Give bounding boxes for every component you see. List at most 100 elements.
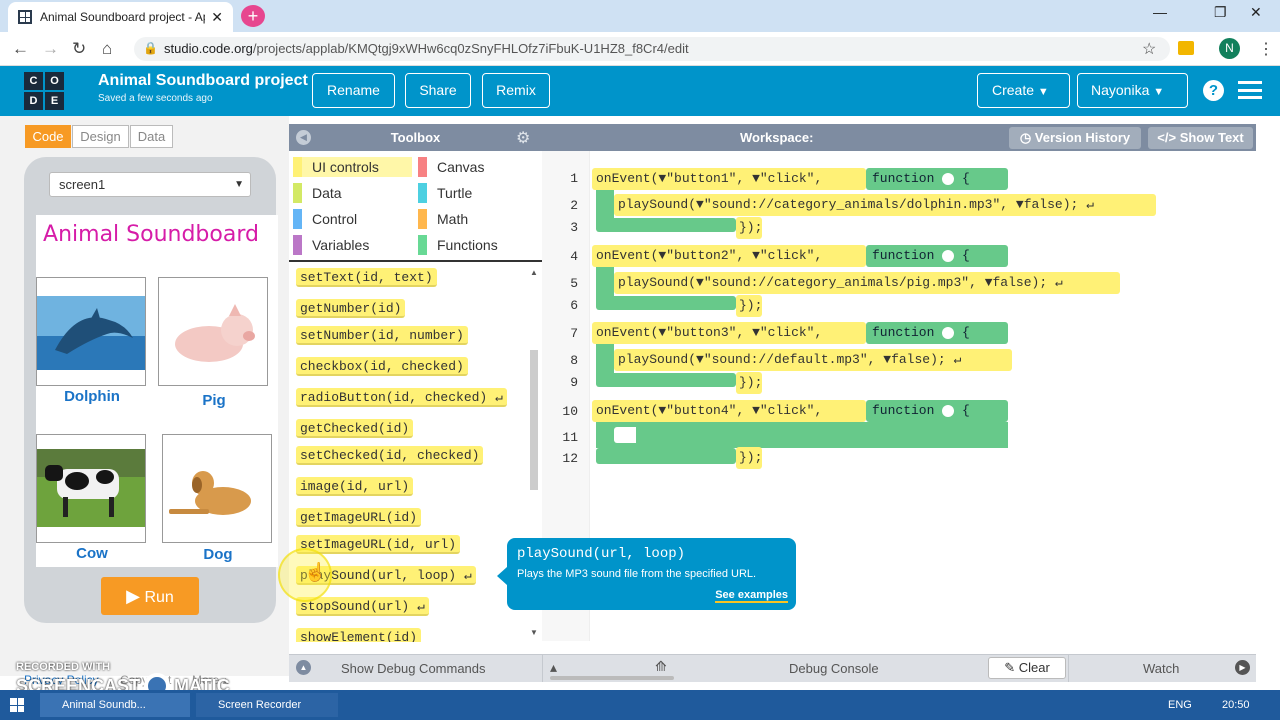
function-block-4[interactable]: function {: [866, 400, 1008, 422]
home-icon[interactable]: ⌂: [102, 39, 113, 58]
block-image[interactable]: image(id, url): [296, 477, 414, 496]
reload-icon[interactable]: ↻: [72, 39, 87, 58]
new-tab-button[interactable]: +: [241, 5, 265, 27]
block-getchecked[interactable]: getChecked(id): [296, 419, 414, 438]
function-block-1[interactable]: function {: [866, 168, 1008, 190]
scroll-down-icon[interactable]: ▼: [530, 628, 538, 637]
block-checkbox[interactable]: checkbox(id, checked): [296, 357, 468, 376]
block-showelement[interactable]: showElement(id): [296, 628, 422, 642]
block-setimageurl[interactable]: setImageURL(id, url): [296, 535, 461, 554]
empty-function-body[interactable]: [596, 422, 1008, 448]
category-variables[interactable]: Variables: [293, 235, 412, 255]
category-data[interactable]: Data: [293, 183, 412, 203]
more-link[interactable]: More ▴: [192, 673, 229, 687]
category-control[interactable]: Control: [293, 209, 412, 229]
dolphin-image-button[interactable]: [36, 277, 146, 386]
sound-url: "sound://default.mp3": [703, 352, 868, 367]
profile-avatar[interactable]: N: [1219, 38, 1240, 59]
gear-icon[interactable]: ⚙: [516, 130, 531, 147]
browser-menu-icon[interactable]: ⋮: [1258, 41, 1274, 58]
remix-button[interactable]: Remix: [482, 73, 550, 108]
event-element-id: "button4": [666, 403, 737, 418]
see-examples-link[interactable]: See examples: [715, 589, 788, 603]
toolbox-scroll-thumb[interactable]: [530, 350, 538, 490]
category-math[interactable]: Math: [418, 209, 537, 229]
browser-tab[interactable]: Animal Soundboard project - App ✕: [8, 2, 233, 32]
expand-up-icon[interactable]: ▲: [296, 660, 311, 675]
close-window-icon[interactable]: ✕: [1250, 4, 1262, 20]
onevent-block-2[interactable]: onEvent(▼"button2", ▼"click",: [592, 245, 866, 267]
category-canvas[interactable]: Canvas: [418, 157, 537, 177]
create-menu-button[interactable]: Create ▼: [977, 73, 1070, 108]
extension-icon[interactable]: [1178, 41, 1194, 55]
function-block-3[interactable]: function {: [866, 322, 1008, 344]
url-field[interactable]: studio.code.org/projects/applab/KMQtgj9x…: [134, 37, 1170, 61]
line-number: 7: [570, 326, 578, 341]
tab-design[interactable]: Design: [72, 125, 129, 148]
clear-console-button[interactable]: ✎ Clear: [988, 657, 1066, 679]
help-icon[interactable]: ?: [1203, 80, 1224, 101]
speed-slider[interactable]: [550, 676, 674, 680]
collapse-toolbox-icon[interactable]: ◀: [296, 130, 311, 145]
tab-data[interactable]: Data: [130, 125, 173, 148]
restore-icon[interactable]: ❐: [1214, 4, 1227, 20]
bookmark-star-icon[interactable]: ☆: [1142, 41, 1157, 58]
rename-button[interactable]: Rename: [312, 73, 395, 108]
dog-image-button[interactable]: [162, 434, 272, 543]
line-number: 11: [562, 430, 578, 445]
screen-select[interactable]: screen1▼: [49, 172, 251, 197]
taskbar-recorder[interactable]: Screen Recorder: [196, 693, 338, 717]
block-settext[interactable]: setText(id, text): [296, 268, 437, 287]
user-menu-button[interactable]: Nayonika ▼: [1077, 73, 1188, 108]
windows-start-icon[interactable]: [10, 698, 24, 712]
empty-statement-slot[interactable]: [614, 427, 636, 443]
onevent-block-3[interactable]: onEvent(▼"button3", ▼"click",: [592, 322, 866, 344]
param-slot: [942, 404, 955, 417]
version-history-button[interactable]: ◷ Version History: [1009, 127, 1141, 149]
playsound-block-1[interactable]: playSound(▼"sound://category_animals/dol…: [614, 194, 1156, 216]
scroll-up-icon[interactable]: ▲: [530, 268, 538, 277]
category-swatch: [293, 209, 302, 229]
language-indicator[interactable]: ENG: [1168, 699, 1192, 711]
block-setchecked[interactable]: setChecked(id, checked): [296, 446, 484, 465]
block-getimageurl[interactable]: getImageURL(id): [296, 508, 422, 527]
onevent-block-4[interactable]: onEvent(▼"button4", ▼"click",: [592, 400, 866, 422]
block-radiobutton[interactable]: radioButton(id, checked) ↵: [296, 388, 507, 407]
category-ui-controls[interactable]: UI controls: [293, 157, 412, 177]
block-setnumber[interactable]: setNumber(id, number): [296, 326, 468, 345]
minimize-icon[interactable]: —: [1153, 4, 1167, 20]
expand-right-icon[interactable]: ▶: [1235, 660, 1250, 675]
block-stopsound[interactable]: stopSound(url) ↵: [296, 597, 429, 616]
toolbox-header: Toolbox: [289, 124, 542, 151]
category-turtle[interactable]: Turtle: [418, 183, 537, 203]
watermark-line1: RECORDED WITH: [16, 661, 111, 673]
dropdown-icon: ▼: [752, 403, 760, 418]
tab-code[interactable]: Code: [25, 125, 71, 148]
playsound-block-3[interactable]: playSound(▼"sound://default.mp3", ▼false…: [614, 349, 1012, 371]
user-name: Nayonika: [1091, 82, 1150, 98]
event-element-id: "button3": [666, 325, 737, 340]
taskbar-chrome[interactable]: Animal Soundb...: [40, 693, 190, 717]
back-icon[interactable]: ←: [12, 39, 29, 58]
onevent-block-1[interactable]: onEvent(▼"button1", ▼"click",: [592, 168, 866, 190]
function-block-2[interactable]: function {: [866, 245, 1008, 267]
show-text-button[interactable]: </> Show Text: [1148, 127, 1253, 149]
category-functions[interactable]: Functions: [418, 235, 537, 255]
clock[interactable]: 20:50: [1222, 699, 1250, 711]
cow-label: Cow: [76, 545, 108, 562]
run-button[interactable]: ▶ Run: [101, 577, 199, 615]
share-button[interactable]: Share: [405, 73, 471, 108]
forward-icon[interactable]: →: [42, 39, 59, 58]
playsound-block-2[interactable]: playSound(▼"sound://category_animals/pig…: [614, 272, 1120, 294]
pig-image-button[interactable]: [158, 277, 268, 386]
debug-bar: [289, 654, 1256, 682]
hamburger-menu-icon[interactable]: [1238, 81, 1262, 99]
block-getnumber[interactable]: getNumber(id): [296, 299, 406, 318]
cow-image-button[interactable]: [36, 434, 146, 543]
codeorg-logo[interactable]: C O D E: [24, 72, 64, 110]
privacy-policy-link[interactable]: Privacy Policy: [24, 673, 99, 687]
show-debug-commands[interactable]: Show Debug Commands: [341, 661, 486, 676]
close-tab-icon[interactable]: ✕: [211, 8, 223, 25]
block-playsound[interactable]: playSound(url, loop) ↵: [296, 566, 476, 585]
lock-icon[interactable]: 🔒: [143, 41, 158, 55]
